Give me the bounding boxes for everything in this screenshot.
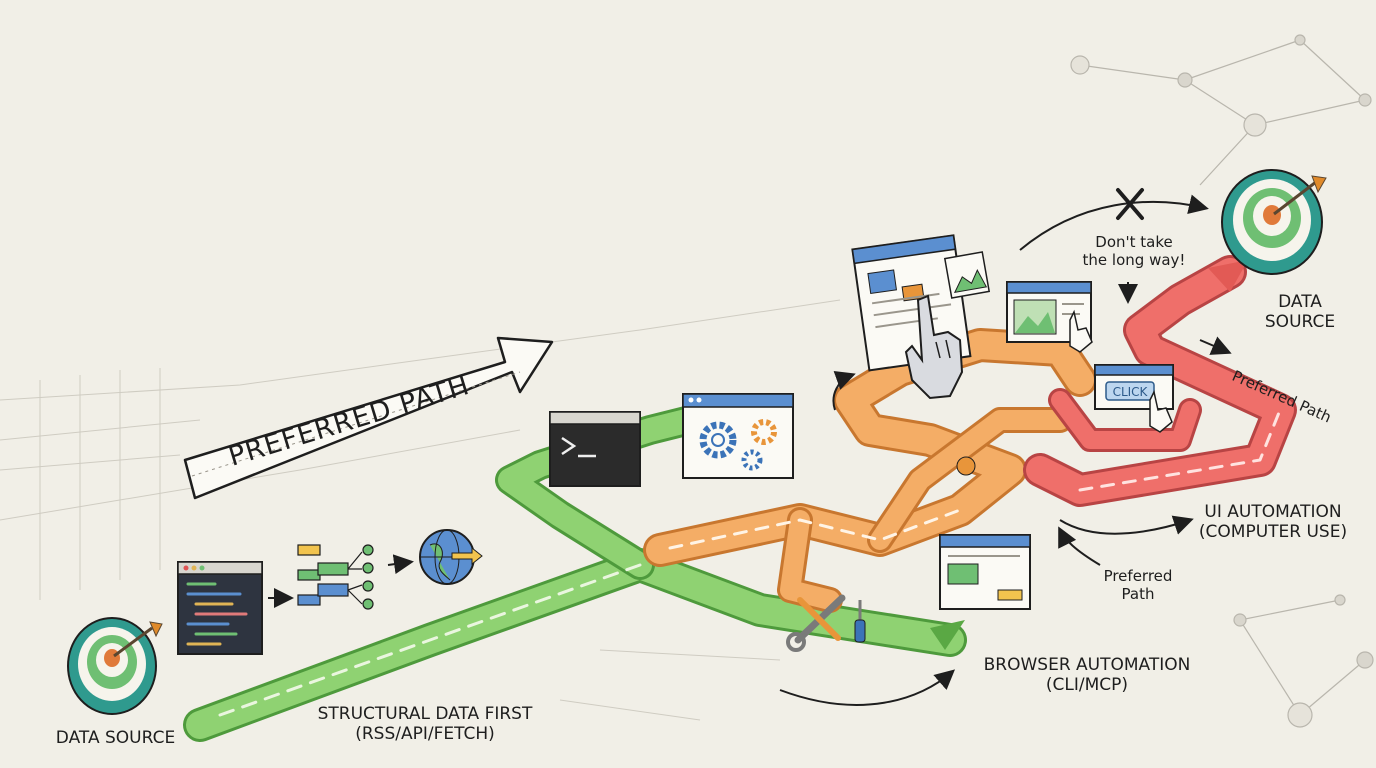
robot-hand-icon <box>904 294 964 400</box>
junction-marker <box>956 456 976 476</box>
background-sketch <box>0 299 841 721</box>
label-data-source-left-text: DATA SOURCE <box>55 728 176 748</box>
label-ui-automation: UI AUTOMATION (COMPUTER USE) <box>1192 502 1354 543</box>
label-preferred-lower: Preferred Path <box>1088 567 1188 603</box>
label-browser-line2: (CLI/MCP) <box>1045 675 1129 696</box>
label-long-way-line2: the long way! <box>1082 251 1186 269</box>
orange-up-arrow <box>832 370 856 411</box>
connector-arrows <box>268 194 1232 706</box>
browser-route <box>643 328 1097 613</box>
label-structural-data: STRUCTURAL DATA FIRST (RSS/API/FETCH) <box>295 704 555 745</box>
label-preferred-lower-line1: Preferred <box>1103 567 1173 585</box>
label-structural-line2: (RSS/API/FETCH) <box>355 724 495 745</box>
label-ui-line1: UI AUTOMATION <box>1204 502 1342 522</box>
ui-arrow-head <box>1208 260 1248 292</box>
structural-arrow-head <box>930 620 965 650</box>
label-preferred-lower-line2: Path <box>1121 585 1155 603</box>
cross-mark-icon <box>1116 188 1144 220</box>
browser-label-arrow <box>779 669 956 706</box>
preferred-lower-arrow <box>1058 526 1101 566</box>
ui-route <box>1023 255 1297 507</box>
label-browser-automation: BROWSER AUTOMATION (CLI/MCP) <box>962 655 1212 696</box>
label-long-way: Don't take the long way! <box>1074 233 1194 269</box>
label-data-source-right: DATA SOURCE <box>1250 292 1350 333</box>
wrench-icon <box>786 594 846 652</box>
label-ui-line2: (COMPUTER USE) <box>1198 522 1348 543</box>
step-arrow-2 <box>387 554 414 575</box>
globe-icon <box>419 529 483 585</box>
label-structural-line1: STRUCTURAL DATA FIRST <box>317 704 533 724</box>
label-browser-line1: BROWSER AUTOMATION <box>983 655 1191 675</box>
network-icon <box>1070 34 1374 728</box>
flow-diagram-icon <box>297 544 374 610</box>
image-window-icon <box>943 251 991 299</box>
image-browser-window-icon <box>1006 281 1093 353</box>
long-way-arrow <box>1019 194 1209 251</box>
banner-text: PREFERRED PATH <box>225 370 473 473</box>
click-button-label: CLICK <box>1113 385 1149 399</box>
label-data-source-right-line1: DATA <box>1278 292 1322 312</box>
browser-window-icon <box>851 234 972 372</box>
code-window-icon <box>177 561 263 655</box>
target-right-icon <box>1221 169 1327 275</box>
label-data-source-left: DATA SOURCE <box>48 728 183 748</box>
ui-label-arrow <box>1059 515 1194 535</box>
click-button-icon: CLICK <box>1094 364 1174 433</box>
preferred-upper-arrow <box>1199 336 1232 355</box>
terminal-icon <box>549 411 641 487</box>
lower-browser-window-icon <box>939 534 1031 610</box>
gears-window-icon <box>682 393 794 479</box>
target-left-icon <box>67 617 163 715</box>
label-long-way-line1: Don't take <box>1095 233 1173 251</box>
screwdriver-icon <box>854 600 866 643</box>
label-data-source-right-line2: SOURCE <box>1264 312 1336 333</box>
